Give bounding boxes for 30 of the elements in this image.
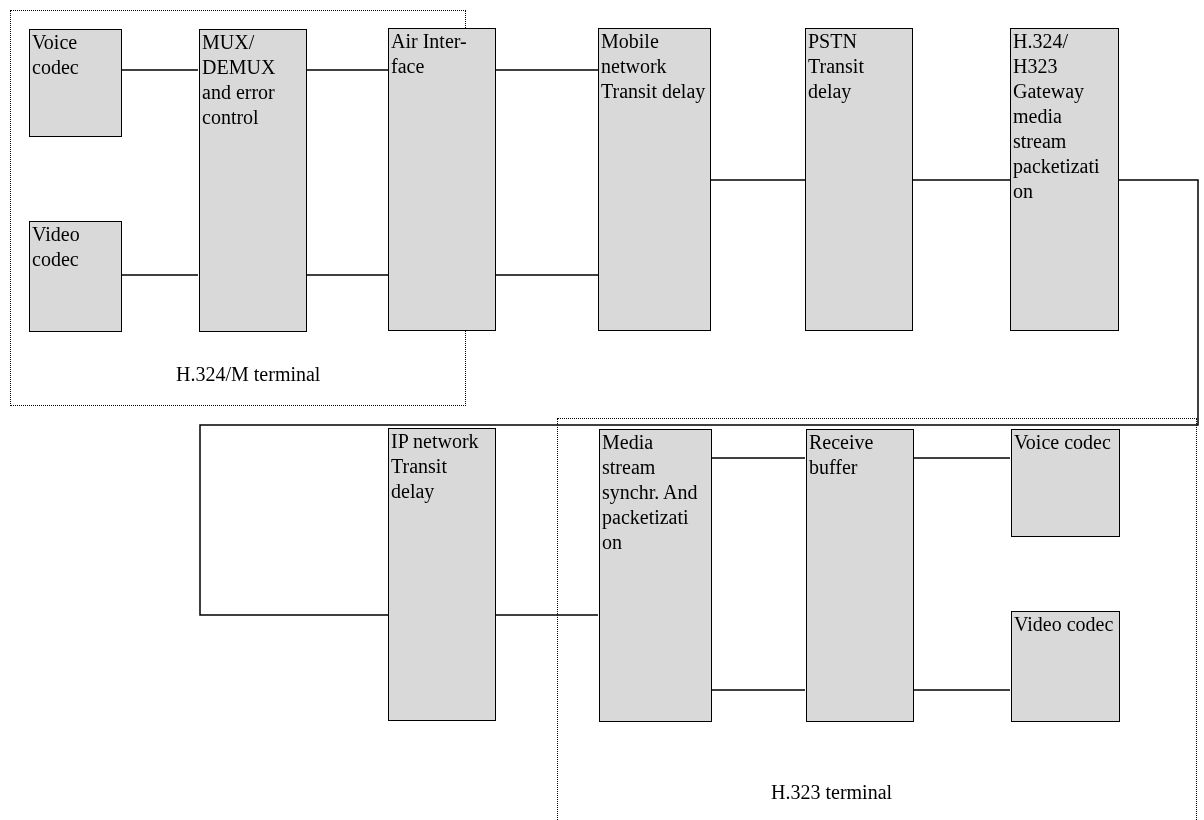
group-label: H.324/M terminal: [176, 363, 321, 386]
connector-line: [495, 274, 599, 276]
connector-line: [495, 614, 599, 616]
process-box: Air Inter- face: [388, 28, 496, 331]
process-box: PSTN Transit delay: [805, 28, 913, 331]
process-box: IP network Transit delay: [388, 428, 496, 721]
process-box: Video codec: [1011, 611, 1120, 722]
connector-line: [305, 274, 389, 276]
process-box: Video codec: [29, 221, 122, 332]
connector-line: [305, 69, 389, 71]
process-box: H.324/ H323 Gateway media stream packetizati on: [1010, 28, 1119, 331]
connector-line: [120, 274, 199, 276]
group-label: H.323 terminal: [771, 781, 893, 804]
process-box: Mobile network Transit delay: [598, 28, 711, 331]
connector-line: [912, 457, 1011, 459]
terminal-group-outline: [557, 418, 1197, 820]
connector-line: [710, 179, 806, 181]
connector-line: [120, 69, 199, 71]
process-box: Receive buffer: [806, 429, 914, 722]
process-box: Voice codec: [1011, 429, 1120, 537]
connector-line: [199, 179, 1199, 616]
process-box: Media stream synchr. And packetizati on: [599, 429, 712, 722]
process-box: Voice codec: [29, 29, 122, 137]
connector-line: [710, 457, 806, 459]
connector-line: [495, 69, 599, 71]
connector-line: [912, 179, 1011, 181]
terminal-group-outline: [10, 10, 466, 406]
process-box: MUX/ DEMUX and error control: [199, 29, 307, 332]
connector-line: [912, 689, 1011, 691]
connector-line: [710, 689, 806, 691]
